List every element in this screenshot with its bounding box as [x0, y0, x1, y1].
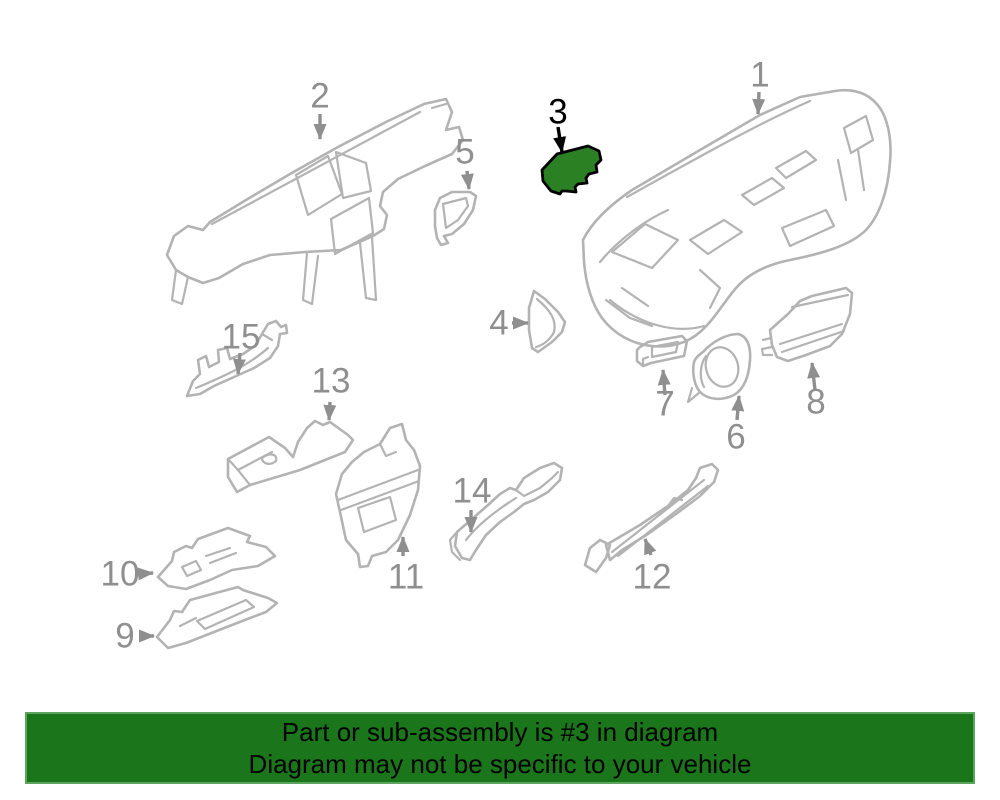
part-12-sill-trim: [583, 462, 720, 574]
part-2-crossmember: [165, 97, 465, 306]
part-4-side-cover: [527, 289, 567, 354]
callout-5: 5: [455, 132, 475, 172]
arrow-10: [137, 567, 154, 581]
part-9-lower-panel: [155, 585, 279, 650]
callout-6: 6: [726, 417, 746, 457]
callout-arrows: [137, 91, 821, 643]
arrow-1: [752, 91, 766, 115]
callout-8: 8: [806, 382, 826, 422]
arrow-3: [553, 126, 567, 153]
callout-4: 4: [489, 303, 509, 343]
part-10-lower-panel: [156, 526, 277, 591]
part-13-knee-bolster: [226, 419, 355, 494]
arrow-12: [643, 538, 657, 556]
callout-2: 2: [310, 76, 330, 116]
arrow-6: [731, 395, 745, 421]
part-1-instrument-panel: [581, 88, 892, 348]
arrow-7: [657, 369, 671, 396]
callout-15: 15: [221, 317, 261, 357]
part-3-highlighted-trim: [540, 144, 603, 196]
callout-7: 7: [655, 384, 675, 424]
callout-11: 11: [387, 557, 425, 597]
callout-9: 9: [115, 616, 135, 656]
callout-10: 10: [100, 554, 140, 594]
banner-line-2: Diagram may not be specific to your vehi…: [248, 749, 752, 779]
arrow-8: [807, 362, 821, 391]
part-6-bezel: [686, 332, 752, 404]
banner-line-1: Part or sub-assembly is #3 in diagram: [281, 717, 719, 747]
part-3-shape: [540, 144, 603, 196]
callout-12: 12: [632, 557, 672, 597]
part-11-bracket-panel: [334, 422, 422, 569]
arrow-13: [323, 401, 337, 421]
arrow-5: [460, 170, 474, 190]
callout-13: 13: [311, 361, 351, 401]
callout-14: 14: [452, 471, 492, 511]
part-7-switch-panel: [635, 334, 689, 368]
arrow-15: [232, 352, 246, 375]
part-14-support-bracket: [448, 461, 564, 562]
callout-3-highlighted: 3: [548, 92, 568, 132]
part-5-trim-panel: [433, 190, 478, 247]
callout-1: 1: [750, 55, 770, 95]
part-8-glove-box-door: [760, 286, 854, 363]
highlight-banner: Part or sub-assembly is #3 in diagram Di…: [25, 712, 975, 784]
